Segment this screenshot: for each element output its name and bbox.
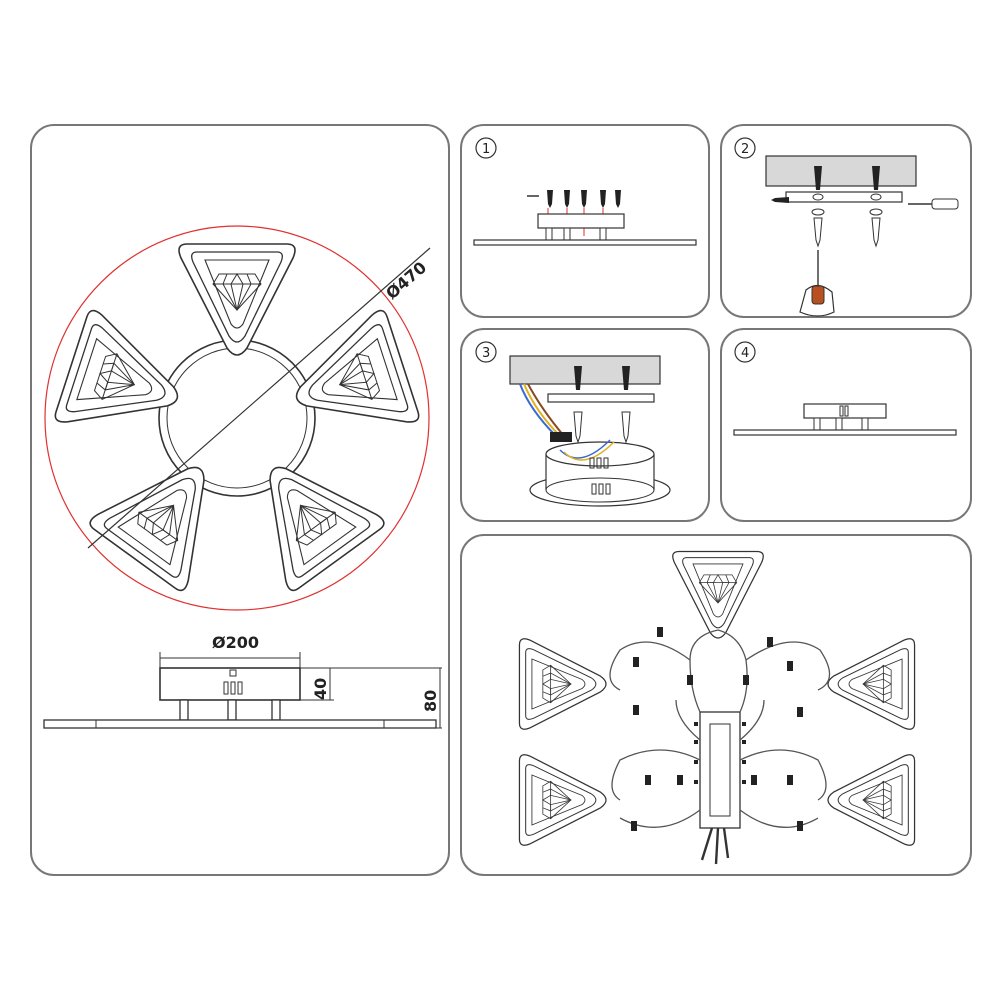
side-view-drawing: Ø200 40 80 (43, 633, 442, 729)
outer-diameter-circle (44, 225, 430, 611)
step-4-number: 4 (741, 346, 749, 361)
wiring-diagram (518, 550, 916, 865)
step-2-number: 2 (741, 142, 749, 157)
connector-icon (550, 432, 572, 442)
step-2-drawing: 2 (734, 137, 959, 317)
diameter-dim-line (87, 247, 431, 549)
step-4-drawing: 4 (733, 341, 957, 436)
step-3-badge (475, 341, 497, 363)
lamp-plate (43, 719, 437, 729)
top-view-drawing: Ø470 (44, 225, 431, 611)
total-height-label: 80 (421, 690, 440, 712)
outer-diameter-label: Ø470 (382, 258, 430, 303)
step-3-drawing: 3 (475, 341, 671, 507)
step-1-number: 1 (482, 142, 490, 157)
step-1-drawing: 1 (473, 137, 697, 246)
base-height-label: 40 (311, 678, 330, 700)
step-2-badge (734, 137, 756, 159)
step-3-number: 3 (482, 346, 490, 361)
ceiling-block (765, 155, 917, 187)
step-4-panel (720, 328, 972, 522)
step-4-badge (734, 341, 756, 363)
mounting-bracket (785, 191, 903, 203)
screwdriver-icon (908, 198, 959, 210)
step-1-badge (475, 137, 497, 159)
driver-box-icon (699, 711, 741, 829)
base-diameter-label: Ø200 (212, 633, 259, 652)
